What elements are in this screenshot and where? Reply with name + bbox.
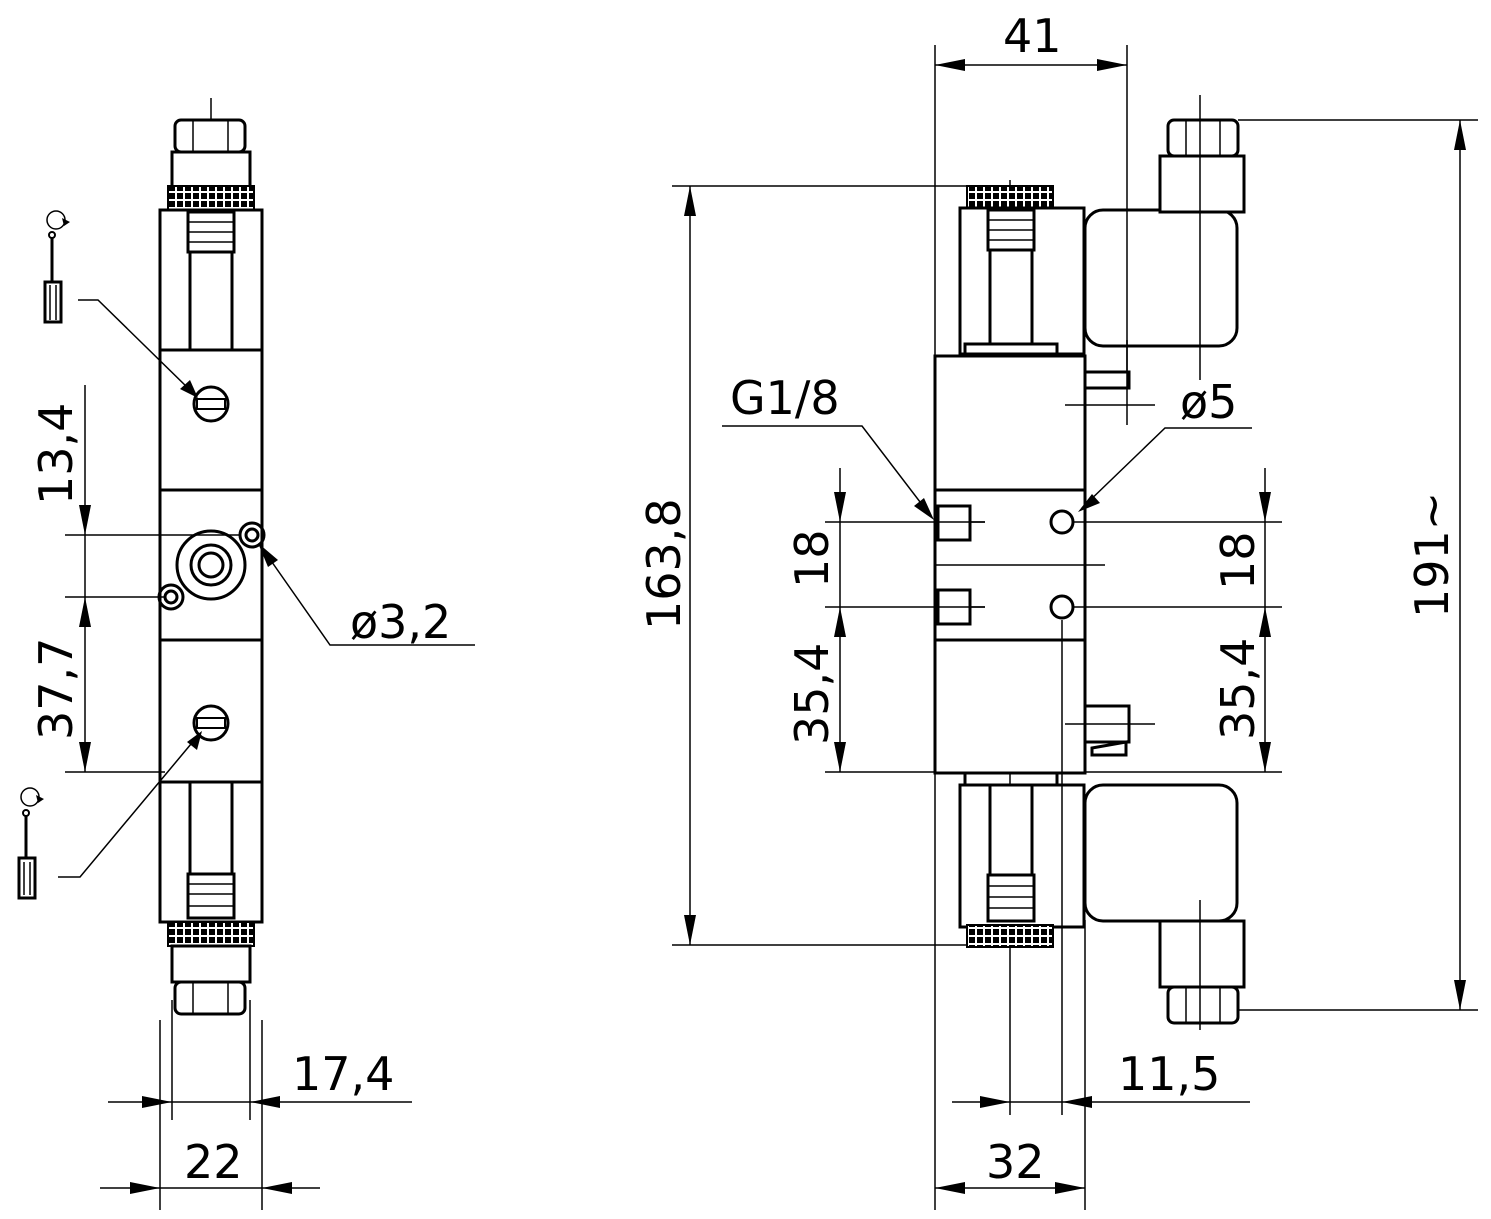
bottom-knurl	[167, 921, 255, 947]
dim-front-lower-right: 35,4	[1211, 638, 1265, 740]
front-view	[672, 45, 1478, 1210]
side-view	[17, 98, 475, 1210]
dim-front-port-thread: G1/8	[730, 371, 840, 425]
bottom-connector	[1083, 783, 1246, 1030]
bottom-coil-housing	[158, 780, 264, 924]
top-coil-housing	[158, 208, 264, 352]
dim-front-overall-length: 163,8	[637, 498, 691, 630]
front-bottom-knurl	[966, 924, 1054, 948]
dim-front-port-spacing-right: 18	[1211, 531, 1265, 590]
dim-front-top-width: 41	[1003, 9, 1062, 63]
dim-front-total-height: 191~	[1405, 492, 1459, 618]
dim-side-width-total: 17,4	[292, 1047, 394, 1101]
bottom-hex-nut	[170, 944, 252, 1016]
front-bottom-plunger	[986, 783, 1036, 923]
dim-front-bottom-offset: 11,5	[1118, 1047, 1220, 1101]
dim-front-port-spacing-left: 18	[785, 529, 839, 588]
bottom-plunger	[186, 780, 236, 920]
dim-front-bottom-width: 32	[986, 1135, 1045, 1189]
dim-side-lower-spacing: 37,7	[29, 638, 83, 740]
upper-override-screw	[192, 385, 230, 423]
top-hex-nut	[170, 118, 252, 189]
lower-override-screw	[192, 704, 230, 742]
dim-side-upper-spacing: 13,4	[29, 403, 83, 505]
screwdriver-icon	[17, 787, 44, 900]
side-center-port	[175, 529, 247, 601]
dim-side-mount-hole: ø3,2	[350, 595, 451, 649]
front-top-knurl	[966, 185, 1054, 209]
dim-front-hole: ø5	[1180, 375, 1237, 429]
top-knurl	[167, 185, 255, 211]
dim-front-lower-left: 35,4	[785, 643, 839, 745]
top-connector	[1083, 95, 1246, 425]
screwdriver-icon	[43, 210, 70, 324]
dim-side-width: 22	[184, 1135, 243, 1189]
